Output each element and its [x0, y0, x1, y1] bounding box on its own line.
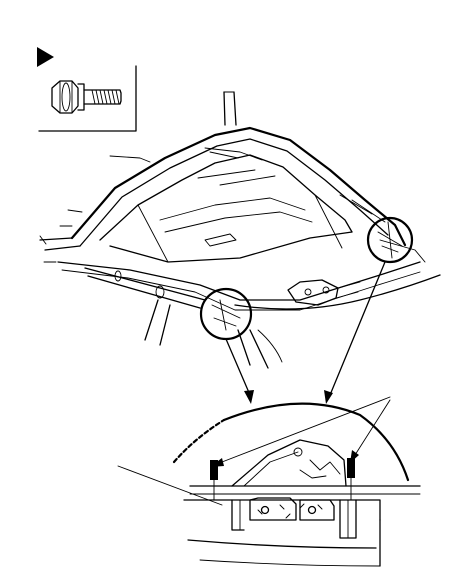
bolt-inset [37, 47, 137, 132]
fastener-marker [347, 458, 355, 478]
fastener-marker [210, 460, 218, 480]
arrow-icon [324, 390, 333, 404]
detail-view [117, 396, 421, 567]
inset-frame [38, 65, 137, 132]
flange-bolt-icon [51, 80, 122, 114]
detail-circle-left [199, 287, 253, 341]
detail-circle-right [366, 216, 414, 264]
play-triangle-icon [37, 47, 54, 67]
arrow-icon [244, 390, 254, 404]
leader-arrows [225, 261, 386, 404]
roof-assembly [39, 91, 441, 369]
